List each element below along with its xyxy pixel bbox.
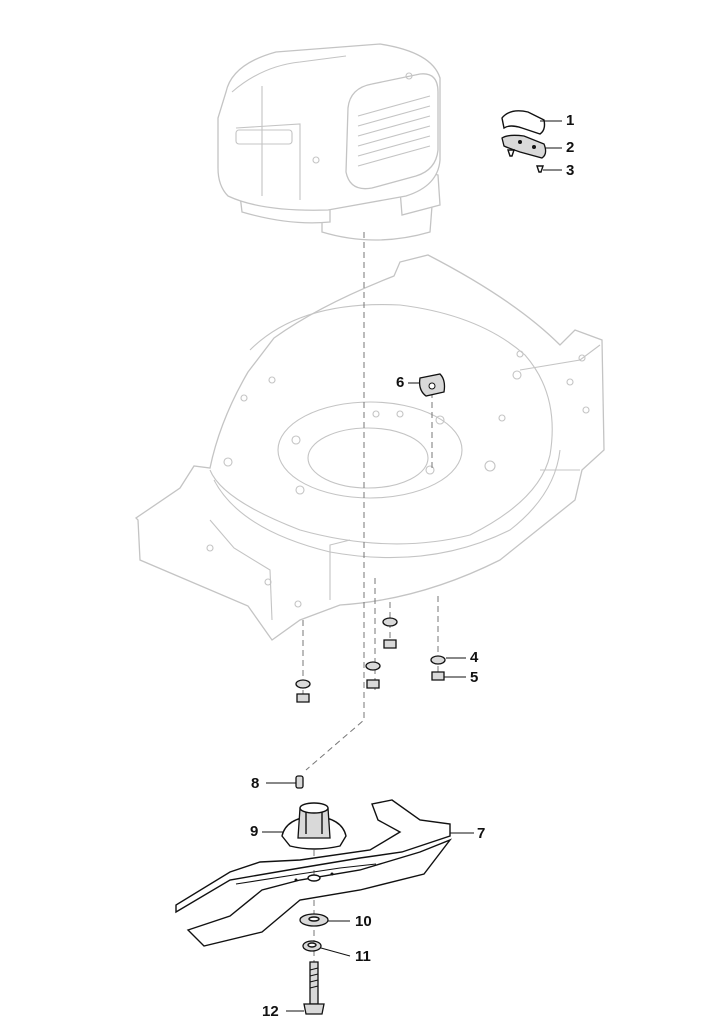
part-3-screw bbox=[507, 149, 544, 173]
callout-3: 3 bbox=[566, 162, 575, 179]
callout-leaders bbox=[262, 120, 562, 1012]
callout-1: 1 bbox=[566, 112, 575, 129]
callout-11: 11 bbox=[355, 948, 371, 965]
callout-2: 2 bbox=[566, 139, 575, 156]
callout-8: 8 bbox=[251, 775, 260, 792]
part-11-spring-washer bbox=[302, 940, 322, 952]
engine-outline bbox=[217, 43, 441, 241]
callout-7: 7 bbox=[477, 825, 486, 842]
engine-grille bbox=[357, 95, 431, 167]
part-7-blade bbox=[175, 799, 453, 947]
mower-deck-outline bbox=[134, 254, 605, 641]
part-8-key bbox=[295, 775, 304, 789]
callout-4: 4 bbox=[470, 649, 479, 666]
part-1-cover bbox=[501, 110, 546, 135]
part-12-bolt bbox=[303, 961, 325, 1015]
part-2-support bbox=[501, 134, 547, 159]
callout-12: 12 bbox=[262, 1003, 279, 1020]
part-5-nuts bbox=[296, 639, 445, 703]
part-4-washers bbox=[295, 617, 446, 689]
callout-5: 5 bbox=[470, 669, 479, 686]
callout-9: 9 bbox=[250, 823, 259, 840]
part-10-washer bbox=[299, 913, 329, 927]
part-9-blade-hub bbox=[281, 802, 347, 850]
part-6-bracket bbox=[418, 373, 446, 397]
callout-6: 6 bbox=[396, 374, 405, 391]
callout-10: 10 bbox=[355, 913, 372, 930]
